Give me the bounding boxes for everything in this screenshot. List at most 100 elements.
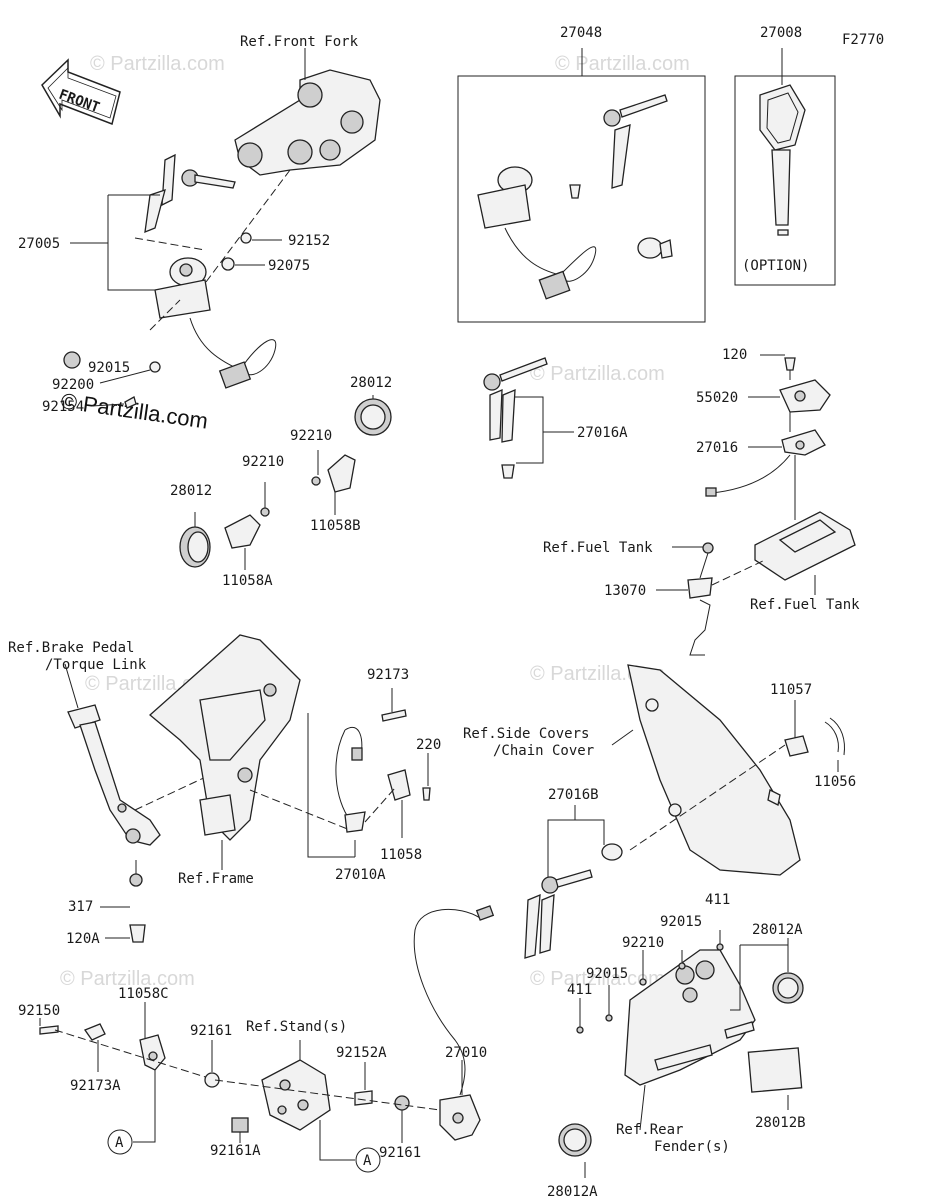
callout-28012A: 28012A <box>752 922 803 938</box>
callout-27010: 27010 <box>445 1045 487 1061</box>
callout-92075: 92075 <box>268 258 310 274</box>
callout-92173: 92173 <box>367 667 409 683</box>
callout-ref-side-covers: Ref.Side Covers <box>463 726 589 742</box>
callout-92015: 92015 <box>586 966 628 982</box>
washer-icon <box>204 1072 220 1088</box>
callout-28012: 28012 <box>350 375 392 391</box>
callout-92173A: 92173A <box>70 1078 121 1094</box>
callout-27016B: 27016B <box>548 787 599 803</box>
collar-icon <box>354 1090 373 1106</box>
bolt-icon <box>129 924 146 943</box>
callout-11058: 11058 <box>380 847 422 863</box>
washer-icon <box>149 361 161 373</box>
brake-pedal-icon <box>67 704 161 846</box>
callout-92015: 92015 <box>660 914 702 930</box>
callout-92210: 92210 <box>622 935 664 951</box>
sidestand-switch-icon <box>335 709 431 833</box>
callout-ref-brake-pedal: Ref.Brake Pedal <box>8 640 134 656</box>
bracket-13070-icon <box>687 577 713 656</box>
ignition-key-icon <box>144 153 236 234</box>
callout-92015: 92015 <box>88 360 130 376</box>
callout-92210: 92210 <box>242 454 284 470</box>
bracket-11058C-icon <box>139 1034 166 1071</box>
collar-icon <box>231 1117 249 1133</box>
kit-contents-icon <box>477 94 673 300</box>
callout-120: 120 <box>722 347 747 363</box>
callout-28012: 28012 <box>170 483 212 499</box>
reflector-icon <box>558 1123 592 1157</box>
side-cover-icon <box>627 664 801 876</box>
washer-icon <box>394 1095 410 1111</box>
watermark: © Partzilla.com <box>90 53 225 75</box>
callout-120A: 120A <box>66 931 100 947</box>
key-blank-icon <box>759 84 806 236</box>
callout-ref-frame: Ref.Frame <box>178 871 254 887</box>
callout-ref-fuel-tank: Ref.Fuel Tank <box>543 540 653 556</box>
callout-92152A: 92152A <box>336 1045 387 1061</box>
key-blank-box <box>734 75 836 286</box>
callout-chain-cover: /Chain Cover <box>493 743 594 759</box>
callout-27048: 27048 <box>560 25 602 41</box>
callout-92161A: 92161A <box>210 1143 261 1159</box>
callout-92161: 92161 <box>379 1145 421 1161</box>
callout-ref-fuel-tank: Ref.Fuel Tank <box>750 597 860 613</box>
lock-cylinder-icon <box>705 357 831 497</box>
callout-11058A: 11058A <box>222 573 273 589</box>
callout-92210: 92210 <box>290 428 332 444</box>
callout-220: 220 <box>416 737 441 753</box>
callout-28012B: 28012B <box>755 1115 806 1131</box>
callout-317: 317 <box>68 899 93 915</box>
nut-icon <box>716 943 724 951</box>
reflector-bracket-icon <box>311 454 356 493</box>
callout-411: 411 <box>567 982 592 998</box>
spring-icon <box>83 1023 106 1041</box>
stand-bracket-icon <box>261 1059 331 1131</box>
callout-13070: 13070 <box>604 583 646 599</box>
callout-ref-rear: Ref.Rear <box>616 1122 683 1138</box>
callout-27005: 27005 <box>18 236 60 252</box>
callout-11056: 11056 <box>814 774 856 790</box>
option-note: (OPTION) <box>742 258 809 274</box>
callout-ref-front-fork: Ref.Front Fork <box>240 34 359 50</box>
callout-92200: 92200 <box>52 377 94 393</box>
watermark: © Partzilla.com <box>60 968 195 990</box>
keys-icon <box>524 843 623 959</box>
watermark: © Partzilla.com <box>530 363 665 385</box>
nut-icon <box>605 1014 613 1022</box>
bolt-icon <box>39 1025 59 1035</box>
reflector-icon <box>772 972 804 1004</box>
callout-28012A: 28012A <box>547 1184 598 1200</box>
callout-27016A: 27016A <box>577 425 628 441</box>
reflector-icon <box>179 526 211 568</box>
reflector-icon <box>354 398 392 436</box>
rear-fender-icon <box>624 949 756 1086</box>
clip-icon <box>784 717 845 757</box>
callout-fenders: Fender(s) <box>654 1139 730 1155</box>
figure-code: F2770 <box>842 32 884 48</box>
washer-icon <box>240 232 252 244</box>
callout-92161: 92161 <box>190 1023 232 1039</box>
cap-icon <box>63 351 81 369</box>
screw-icon <box>124 396 137 409</box>
callout-27008: 27008 <box>760 25 802 41</box>
front-fork-bracket <box>234 69 381 176</box>
nut-icon <box>639 978 647 986</box>
callout-ref-stands: Ref.Stand(s) <box>246 1019 347 1035</box>
washer-icon <box>221 257 235 271</box>
fuel-tank-plate-icon <box>754 511 856 581</box>
callout-circle-a: A <box>115 1135 124 1151</box>
collar-icon <box>129 873 143 887</box>
callout-11058C: 11058C <box>118 986 169 1002</box>
nut-icon <box>678 962 686 970</box>
callout-torque-link: /Torque Link <box>45 657 147 673</box>
callout-92152: 92152 <box>288 233 330 249</box>
callout-92154: 92154 <box>42 399 84 415</box>
callout-411: 411 <box>705 892 730 908</box>
bolt-icon <box>702 542 714 554</box>
keys-icon <box>483 357 548 479</box>
callout-55020: 55020 <box>696 390 738 406</box>
callout-11057: 11057 <box>770 682 812 698</box>
callout-27010A: 27010A <box>335 867 386 883</box>
